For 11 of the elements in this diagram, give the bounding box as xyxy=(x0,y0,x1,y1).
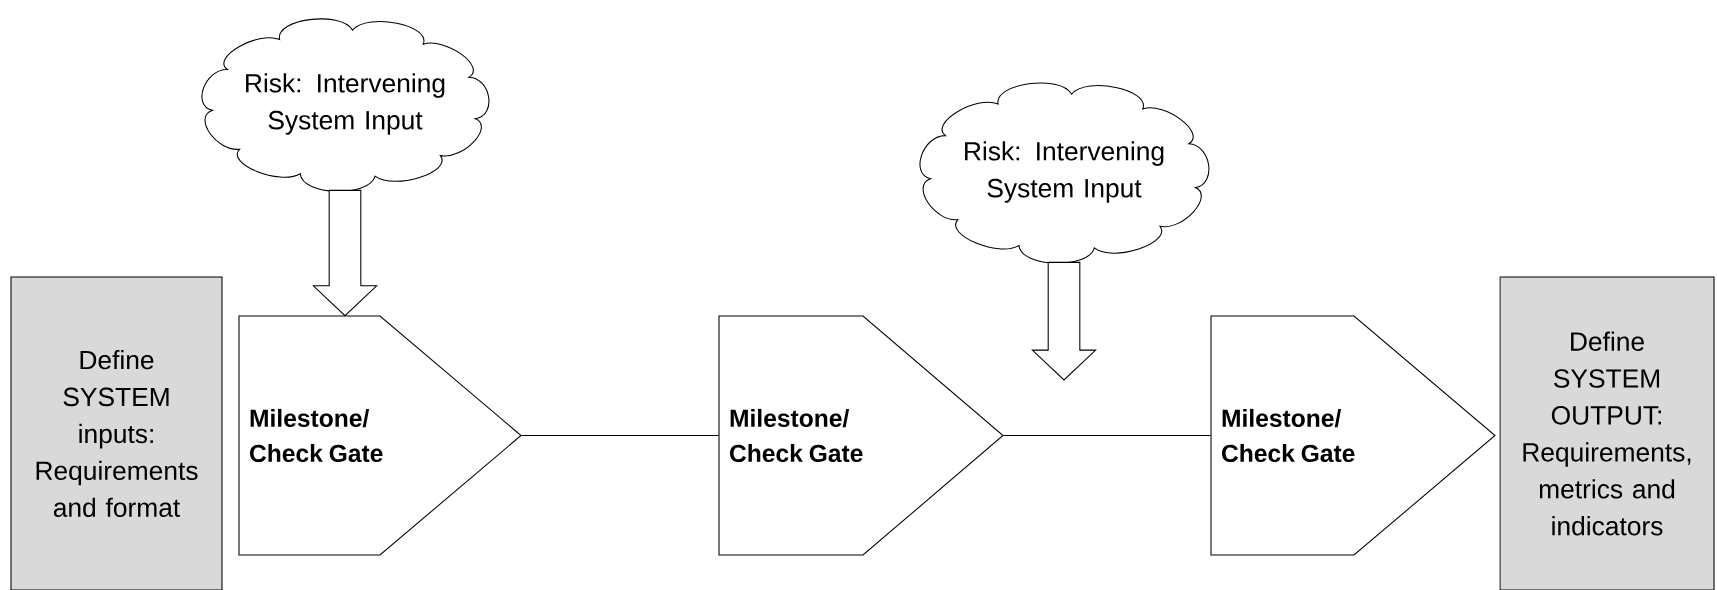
connector-line xyxy=(520,435,720,437)
block-arrow xyxy=(1031,261,1097,381)
output-box: Define SYSTEM OUTPUT: Requirements, metrics and indicators xyxy=(1499,276,1715,590)
milestone-pentagon: Milestone/ Check Gate xyxy=(718,315,1004,556)
milestone-pentagon: Milestone/ Check Gate xyxy=(238,315,522,556)
milestone-pentagon: Milestone/ Check Gate xyxy=(1210,315,1496,556)
risk-cloud: Risk: Intervening System Input xyxy=(201,18,490,192)
input-box: Define SYSTEM inputs: Requirements and format xyxy=(10,276,223,590)
risk-cloud: Risk: Intervening System Input xyxy=(919,82,1210,264)
connector-line xyxy=(1002,435,1212,437)
block-arrow xyxy=(312,189,378,317)
